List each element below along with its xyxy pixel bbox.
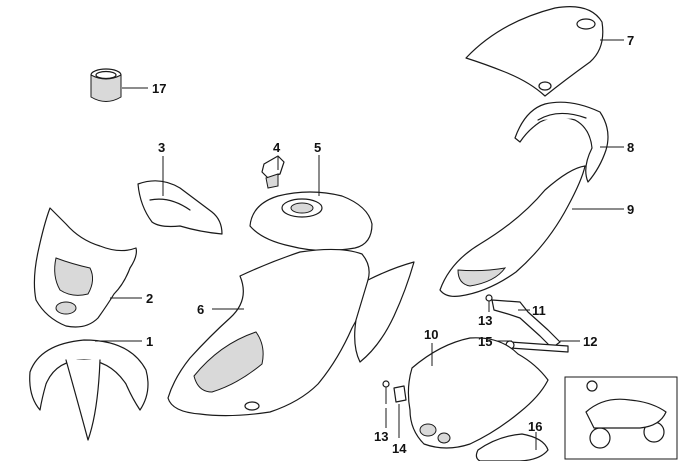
label-1: 1 [146,334,153,349]
part-4-fastener[interactable] [261,155,285,189]
label-8: 8 [627,140,634,155]
label-15: 15 [478,334,492,349]
label-5: 5 [314,140,321,155]
part-13-screw-upper[interactable] [485,294,493,312]
part-8-rear-frame[interactable] [514,101,609,183]
label-17: 17 [152,81,166,96]
label-11: 11 [532,303,546,318]
part-number-labels: 17 3 4 5 7 8 9 2 6 1 10 11 13 15 12 13 1… [146,33,634,456]
part-3-inner-fairing[interactable] [137,180,223,235]
part-7-seat-cover[interactable] [465,6,604,97]
part-2-front-fairing[interactable] [33,207,137,328]
label-10: 10 [424,327,438,342]
part-5-tank-cover[interactable] [249,191,373,252]
motorcycle-icon [564,376,678,460]
label-12: 12 [583,334,597,349]
part-16-plate[interactable] [475,433,549,461]
part-6-main-fairing[interactable] [167,248,415,417]
part-10-belly-pan[interactable] [407,337,549,449]
part-9-side-panel[interactable] [439,165,586,297]
label-3: 3 [158,140,165,155]
label-9: 9 [627,202,634,217]
label-13-upper: 13 [478,313,492,328]
leader-lines [95,39,624,450]
label-14: 14 [392,441,407,456]
label-2: 2 [146,291,153,306]
label-13-lower: 13 [374,429,388,444]
part-13-screw-lower[interactable] [382,380,390,404]
part-14-clip[interactable] [393,385,407,403]
label-4: 4 [273,140,281,155]
label-7: 7 [627,33,634,48]
part-1-front-mudguard[interactable] [29,339,149,441]
part-17-sleeve[interactable] [90,68,122,102]
label-6: 6 [197,302,204,317]
label-16: 16 [528,419,542,434]
